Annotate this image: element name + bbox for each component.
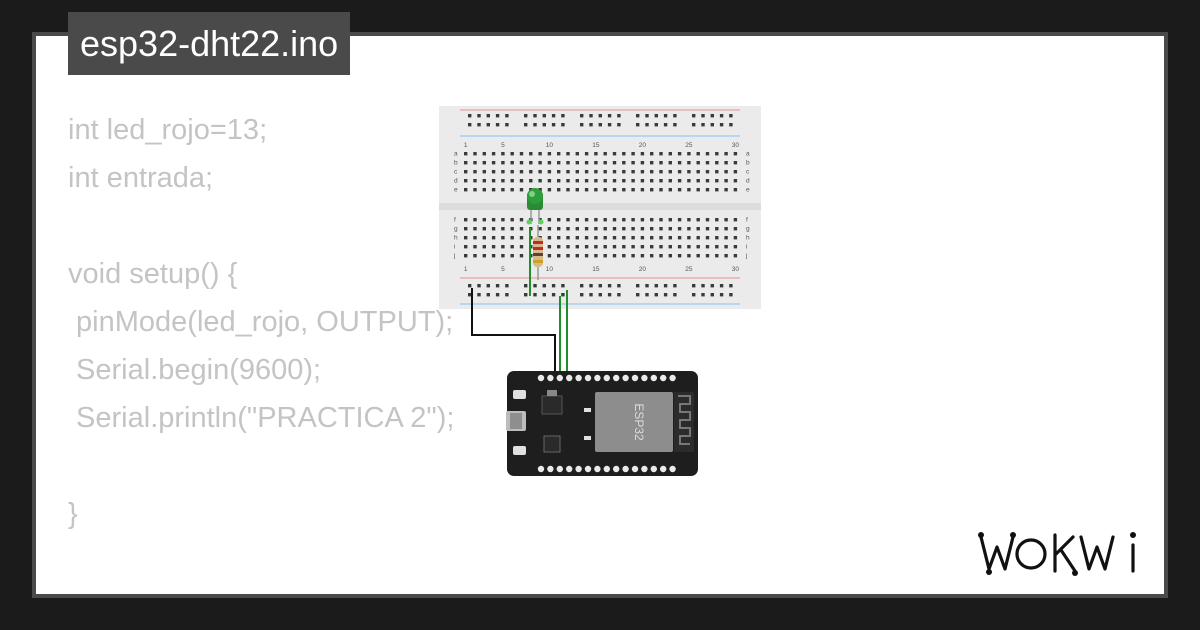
row-label: j <box>745 253 747 260</box>
row-label: c <box>746 169 750 176</box>
breadboard-center-gap <box>439 203 761 210</box>
column-label: 1 <box>464 142 468 149</box>
row-label: j <box>453 253 455 260</box>
green-led <box>526 188 544 225</box>
esp32-module <box>595 392 673 452</box>
header-pin <box>622 465 629 473</box>
header-pin <box>660 465 667 473</box>
header-pin <box>650 374 657 382</box>
code-line: Serial.begin(9600); <box>68 354 322 386</box>
row-label: d <box>746 178 750 185</box>
code-line <box>68 202 454 250</box>
code-line: Serial.println("PRACTICA 2"); <box>68 402 455 434</box>
header-pin <box>566 374 573 382</box>
column-label: 25 <box>685 266 693 273</box>
header-pin <box>537 374 545 382</box>
header-pin <box>547 465 554 473</box>
resistor <box>533 225 543 280</box>
code-listing: int led_rojo=13;int entrada; void setup(… <box>68 106 454 594</box>
row-label: h <box>454 235 458 242</box>
column-label: 15 <box>592 142 600 149</box>
header-pin <box>594 374 601 382</box>
row-label: f <box>454 217 456 224</box>
code-line: void loop() { <box>68 586 454 594</box>
code-line: void setup() { <box>68 258 238 290</box>
header-pin <box>575 465 582 473</box>
column-label: 10 <box>546 142 554 149</box>
file-title: esp32-dht22.ino <box>68 12 351 75</box>
row-label: b <box>454 160 458 167</box>
esp32-pins-top <box>537 374 676 382</box>
header-pin <box>660 374 667 382</box>
header-pin <box>613 465 620 473</box>
header-pin <box>669 465 676 473</box>
row-label: a <box>746 151 750 158</box>
column-label: 15 <box>592 266 600 273</box>
code-line: int entrada; <box>68 162 214 194</box>
header-pin <box>613 374 620 382</box>
header-pin <box>584 465 592 473</box>
header-pin <box>603 374 610 382</box>
row-label: i <box>746 244 747 251</box>
column-label: 5 <box>501 266 505 273</box>
row-label: b <box>746 160 750 167</box>
code-line: } <box>68 498 78 530</box>
column-label: 10 <box>546 266 554 273</box>
header-pin <box>537 465 545 473</box>
column-label: 1 <box>464 266 468 273</box>
row-label: f <box>746 217 748 224</box>
column-label: 5 <box>501 142 505 149</box>
header-pin <box>556 465 563 473</box>
header-pin <box>584 374 592 382</box>
header-pin <box>631 374 639 382</box>
code-line: int led_rojo=13; <box>68 114 268 146</box>
row-label: d <box>454 178 458 185</box>
header-pin <box>641 465 648 473</box>
column-label: 25 <box>685 142 693 149</box>
wokwi-logo <box>978 532 1136 576</box>
column-label: 20 <box>639 142 647 149</box>
header-pin <box>631 465 639 473</box>
header-pin <box>622 374 629 382</box>
row-label: g <box>454 226 458 233</box>
black-wire <box>471 288 556 375</box>
esp32-board: ESP32 <box>506 371 698 476</box>
row-label: e <box>454 187 458 194</box>
column-label: 30 <box>732 266 740 273</box>
row-label: i <box>454 244 455 251</box>
header-pin <box>603 465 610 473</box>
code-line: pinMode(led_rojo, OUTPUT); <box>68 306 454 338</box>
antenna-trace <box>678 395 691 445</box>
row-label: a <box>454 151 458 158</box>
column-label: 20 <box>639 266 647 273</box>
header-pin <box>556 374 563 382</box>
header-pin <box>641 374 648 382</box>
header-pin <box>650 465 657 473</box>
header-pin <box>594 465 601 473</box>
reset-button <box>513 446 526 455</box>
chip-label: ESP32 <box>632 403 646 441</box>
code-line <box>68 538 454 586</box>
header-pin <box>669 374 676 382</box>
esp32-pins-bottom <box>537 465 676 473</box>
header-pin <box>566 465 573 473</box>
header-pin <box>547 374 554 382</box>
boot-button <box>513 390 526 399</box>
header-pin <box>575 374 582 382</box>
column-label: 30 <box>732 142 740 149</box>
code-line <box>68 442 454 490</box>
row-label: h <box>746 235 750 242</box>
row-label: c <box>454 169 458 176</box>
row-label: e <box>746 187 750 194</box>
row-label: g <box>746 226 750 233</box>
